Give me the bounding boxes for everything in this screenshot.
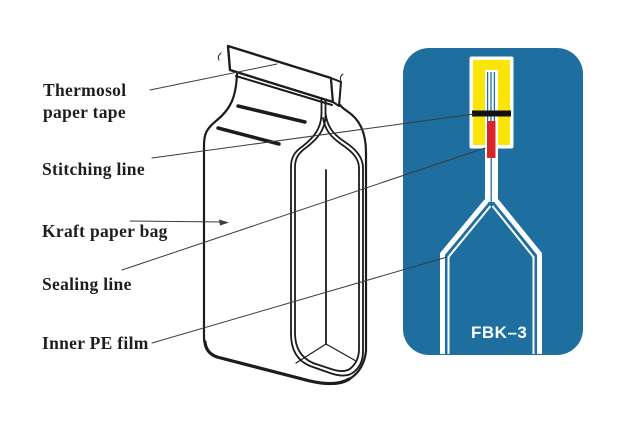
gusset-fold-lines — [295, 343, 357, 364]
fbk3-panel — [403, 48, 583, 355]
leader-stitching — [151, 113, 475, 159]
film-leg-right-outer — [494, 199, 542, 354]
film-leg-left-outer — [440, 199, 489, 354]
leader-inner-pe — [151, 256, 448, 344]
tape-end-curl — [217, 52, 344, 82]
kraft-arrowhead — [219, 219, 229, 226]
label-kraft-paper-bag: Kraft paper bag — [42, 221, 168, 241]
bag-mouth-line — [235, 75, 333, 106]
film-inner-line — [322, 117, 360, 169]
thermosol-tape-end — [330, 77, 342, 107]
film-leg-right-inner — [491, 205, 535, 354]
leader-thermosol — [149, 63, 278, 91]
bag-outline — [202, 72, 368, 385]
film-outer-line — [324, 112, 364, 169]
inner-pe-film-outline — [290, 89, 364, 377]
leader-lines — [121, 63, 486, 344]
label-line: paper tape — [43, 101, 126, 122]
film-leg-left-inner — [447, 205, 492, 354]
label-thermosol-paper-tape: Thermosol paper tape — [43, 80, 126, 123]
label-line: Thermosol — [43, 80, 127, 100]
bag-bottom-edge — [203, 340, 351, 386]
stitch-marks — [216, 104, 307, 146]
label-sealing-line: Sealing line — [42, 274, 132, 294]
kraft-bag-drawing — [202, 44, 368, 386]
panel-stitching-bar — [472, 110, 511, 117]
panel-sealing-bar — [487, 121, 496, 158]
leader-kraft — [129, 220, 224, 223]
model-label: FBK–3 — [471, 323, 528, 342]
label-inner-pe-film: Inner PE film — [42, 333, 149, 353]
thermosol-tape — [226, 44, 335, 104]
leader-sealing — [121, 147, 486, 271]
label-stitching-line: Stitching line — [42, 159, 145, 179]
panel-film-legs — [440, 199, 542, 354]
film-outer-line — [290, 112, 364, 377]
film-inner-line — [294, 114, 360, 372]
